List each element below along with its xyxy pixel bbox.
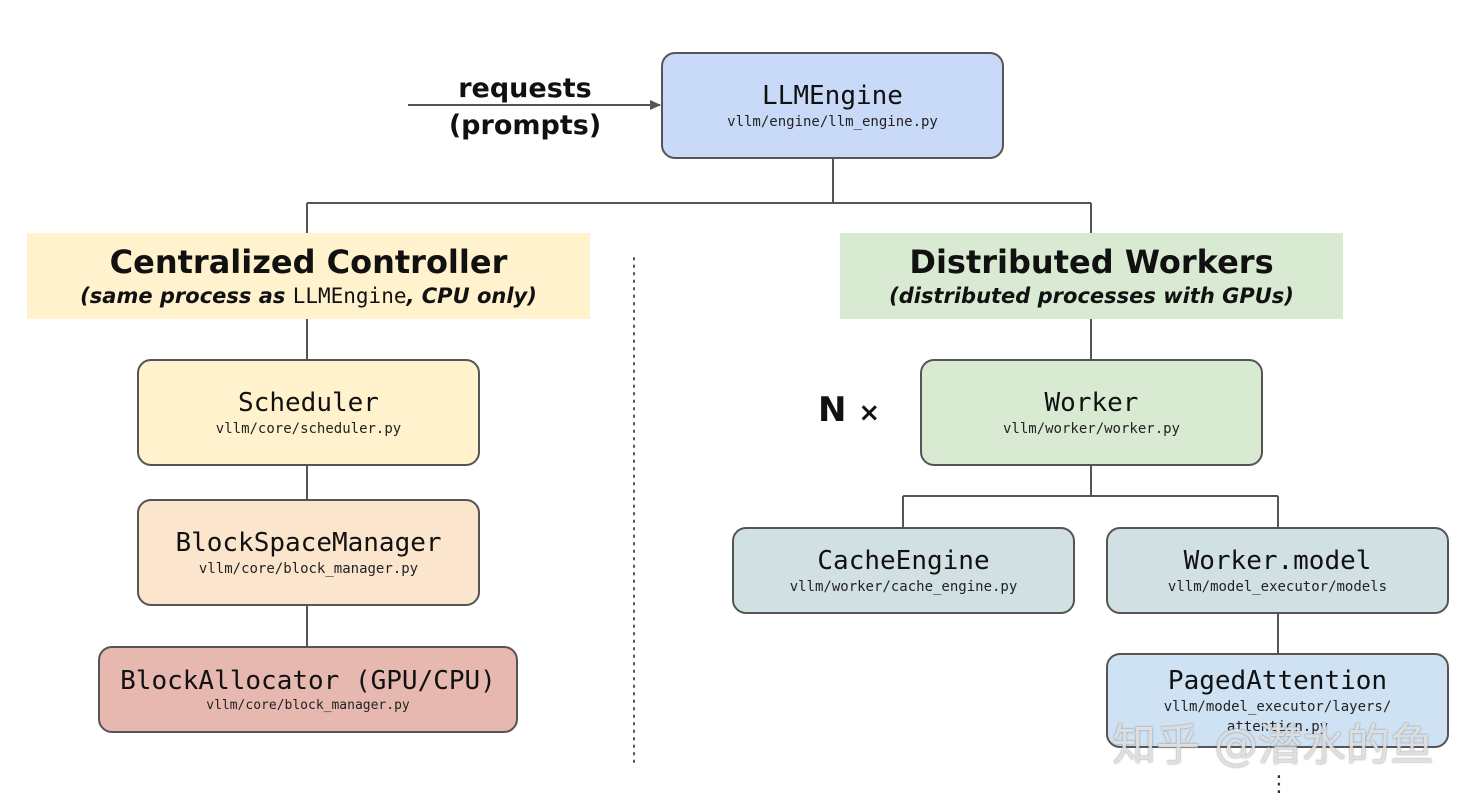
controller-subtitle: (same process as LLMEngine, CPU only) <box>80 282 537 310</box>
workers-subtitle: (distributed processes with GPUs) <box>889 284 1294 308</box>
multiplier-n: N <box>818 390 847 430</box>
paged-attention-title: PagedAttention <box>1167 665 1388 696</box>
cache-engine-box: CacheEngine vllm/worker/cache_engine.py <box>732 527 1075 614</box>
llm-engine-path: vllm/engine/llm_engine.py <box>727 113 938 130</box>
controller-subtitle-suffix: , CPU only) <box>406 284 537 308</box>
block-space-manager-box: BlockSpaceManager vllm/core/block_manage… <box>137 499 480 606</box>
cache-engine-title: CacheEngine <box>817 545 990 576</box>
watermark-text: 知乎 @潜水的鱼 <box>1112 720 1434 771</box>
scheduler-path: vllm/core/scheduler.py <box>215 420 402 437</box>
worker-title: Worker <box>1044 387 1139 418</box>
llm-engine-title: LLMEngine <box>762 80 903 111</box>
worker-model-title: Worker.model <box>1183 545 1372 576</box>
paged-attention-path-line1: vllm/model_executor/layers/ <box>1163 698 1392 715</box>
prompts-line: (prompts) <box>448 110 602 141</box>
worker-box: Worker vllm/worker/worker.py <box>920 359 1263 466</box>
scheduler-box: Scheduler vllm/core/scheduler.py <box>137 359 480 466</box>
llm-engine-box: LLMEngine vllm/engine/llm_engine.py <box>661 52 1004 159</box>
block-allocator-title: BlockAllocator (GPU/CPU) <box>120 665 496 696</box>
worker-model-path: vllm/model_executor/models <box>1167 578 1388 595</box>
block-space-manager-path: vllm/core/block_manager.py <box>198 560 419 577</box>
paged-attention-box: PagedAttention vllm/model_executor/layer… <box>1106 653 1449 748</box>
paged-attention-path-line2: attention.py <box>1226 718 1329 735</box>
requests-line: requests <box>458 73 592 104</box>
requests-label: requests (prompts) <box>440 70 610 144</box>
block-allocator-box: BlockAllocator (GPU/CPU) vllm/core/block… <box>98 646 518 733</box>
workers-title: Distributed Workers <box>909 243 1274 281</box>
cache-engine-path: vllm/worker/cache_engine.py <box>789 578 1018 595</box>
controller-subtitle-prefix: (same process as <box>80 284 293 308</box>
continuation-ellipsis: ⋮ <box>1268 772 1290 797</box>
workers-banner: Distributed Workers (distributed process… <box>840 233 1343 319</box>
block-space-manager-title: BlockSpaceManager <box>175 527 442 558</box>
worker-multiplier: N × <box>818 388 880 435</box>
worker-path: vllm/worker/worker.py <box>1002 420 1180 437</box>
worker-model-box: Worker.model vllm/model_executor/models <box>1106 527 1449 614</box>
controller-title: Centralized Controller <box>109 243 508 281</box>
scheduler-title: Scheduler <box>238 387 379 418</box>
controller-banner: Centralized Controller (same process as … <box>27 233 590 319</box>
multiplier-symbol: × <box>858 398 881 428</box>
block-allocator-path: vllm/core/block_manager.py <box>206 697 410 713</box>
controller-subtitle-code: LLMEngine <box>292 284 407 308</box>
